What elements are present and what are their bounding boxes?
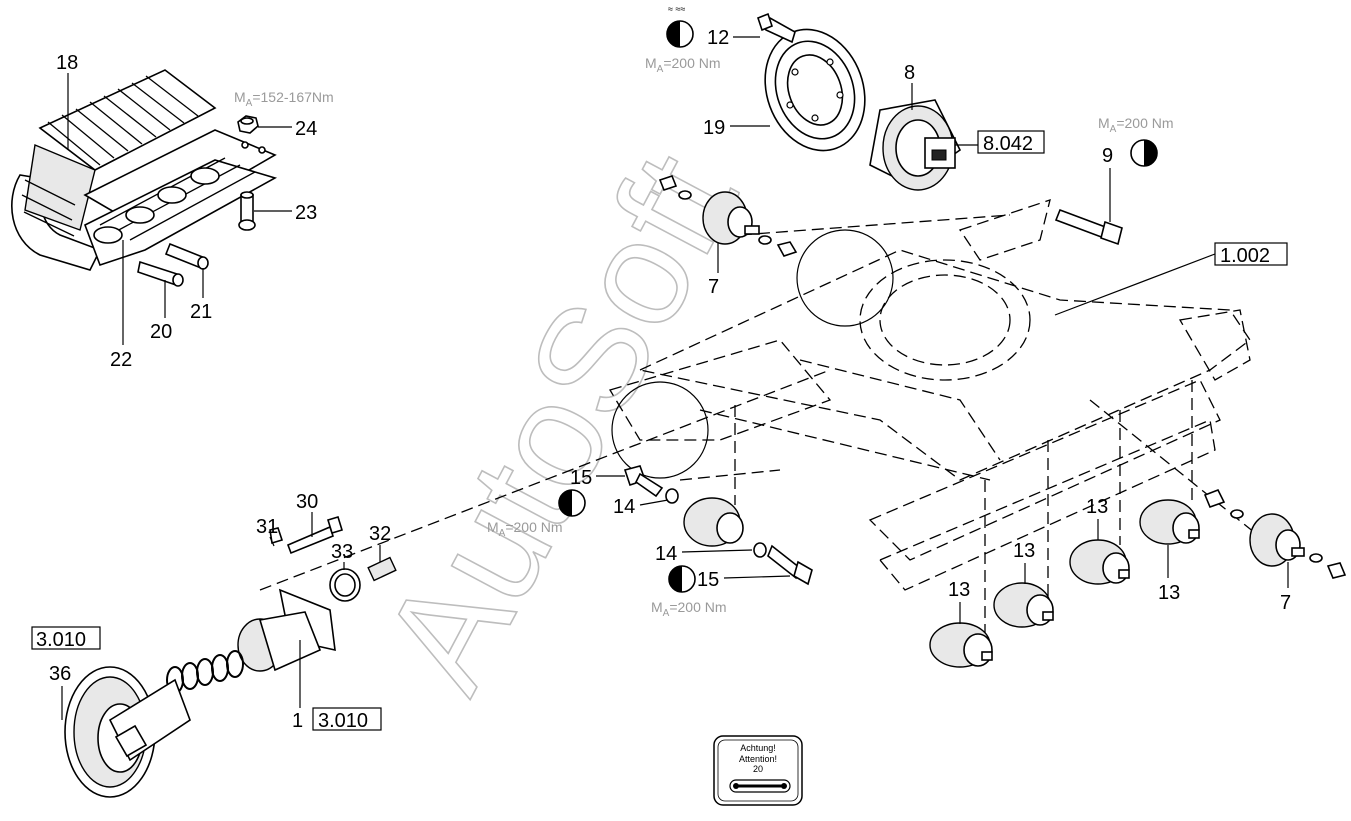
- callout-18: 18: [56, 52, 78, 74]
- callout-19: 19: [703, 117, 725, 139]
- callout-13-c: 13: [1086, 496, 1108, 518]
- svg-text:≈ ≈≈: ≈ ≈≈: [668, 4, 685, 14]
- undercarriage-frame-drawing: [259, 199, 1271, 640]
- ref-1-002: 1.002: [1220, 245, 1270, 267]
- callout-12: 12: [707, 27, 729, 49]
- callout-15-upper: 15: [570, 467, 592, 489]
- callout-21: 21: [190, 301, 212, 323]
- notice-line-1: Achtung!: [740, 743, 776, 753]
- callout-20: 20: [150, 321, 172, 343]
- nut-24-drawing: [237, 115, 259, 134]
- callout-36: 36: [49, 663, 71, 685]
- tensioner-drawing: [64, 516, 397, 798]
- torque-track: MA=152-167Nm: [234, 89, 334, 109]
- callout-13-b: 13: [1013, 540, 1035, 562]
- bottom-roller-4-drawing: [1139, 499, 1200, 545]
- half-filled-circle-icon-fill: [667, 21, 680, 47]
- torque-motor: MA=200 Nm: [1098, 115, 1174, 135]
- callout-9: 9: [1102, 145, 1113, 167]
- notice-line-3: 20: [753, 764, 763, 774]
- callout-1: 1: [292, 710, 303, 732]
- torque-sprocket: MA=200 Nm: [645, 55, 721, 75]
- track-tension-notice-label: Achtung! Attention! 20: [713, 735, 803, 806]
- bottom-roller-2-drawing: [993, 582, 1054, 628]
- callout-15-lower: 15: [697, 569, 719, 591]
- bottom-roller-3-drawing: [1069, 539, 1130, 585]
- ref-8-042-box: [977, 130, 1045, 154]
- callout-32: 32: [369, 523, 391, 545]
- callout-7-right: 7: [1280, 592, 1291, 614]
- callout-14-lower: 14: [655, 543, 677, 565]
- ref-3-010-b: 3.010: [318, 710, 368, 732]
- travel-motor-drawing: [869, 99, 962, 191]
- callout-30: 30: [296, 491, 318, 513]
- callout-14-upper: 14: [613, 496, 635, 518]
- notice-line-2: Attention!: [739, 754, 777, 764]
- callout-24: 24: [295, 118, 317, 140]
- torque-bolt-15: MA=200 Nm: [651, 599, 727, 619]
- ref-3-010-a-box: [31, 626, 101, 650]
- callout-33: 33: [331, 541, 353, 563]
- ref-3-010-b-box: [312, 707, 382, 731]
- track-chain-drawing: [11, 69, 278, 271]
- callout-13-a: 13: [948, 579, 970, 601]
- bolt-9-drawing: [1054, 208, 1123, 246]
- watermark-circle-2: [796, 229, 894, 327]
- bolt-15-upper-drawing: [623, 465, 744, 547]
- ref-3-010-a: 3.010: [36, 629, 86, 651]
- sprocket-drawing: [764, 28, 866, 152]
- bolt-15-lower-drawing: [753, 542, 813, 586]
- watermark-circle: [611, 381, 709, 479]
- callout-13-d: 13: [1158, 582, 1180, 604]
- callout-23: 23: [295, 202, 317, 224]
- bottom-roller-1-drawing: [929, 622, 993, 668]
- bolt-23-drawing: [238, 191, 256, 231]
- track-pins-drawing: [137, 242, 209, 287]
- torque-roller: MA=200 Nm: [487, 519, 563, 539]
- top-roller-right-drawing: [1203, 488, 1347, 579]
- ref-8-042: 8.042: [983, 133, 1033, 155]
- callout-31: 31: [256, 516, 278, 538]
- callout-22: 22: [110, 349, 132, 371]
- callout-8: 8: [904, 62, 915, 84]
- callout-7-left: 7: [708, 276, 719, 298]
- bolt-12-drawing: [757, 12, 796, 44]
- top-roller-left-drawing: [658, 175, 798, 257]
